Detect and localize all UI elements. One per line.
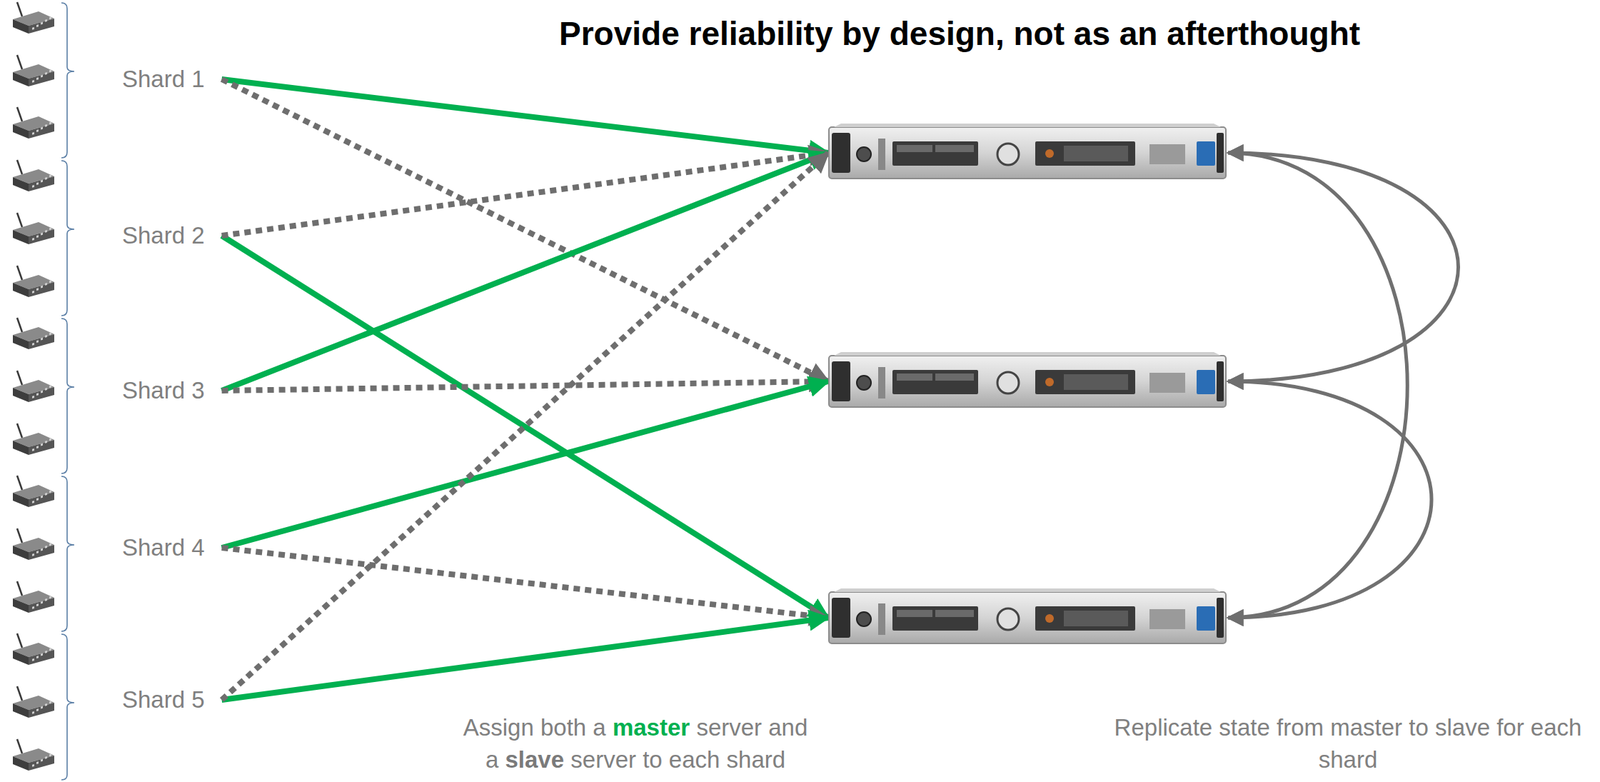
caption-text: server to each shard <box>570 746 786 773</box>
shard-node: Shard 3 <box>119 374 223 407</box>
master-word: master <box>612 713 690 741</box>
node-text: Shard 4 <box>122 534 205 561</box>
server-node <box>828 122 1227 183</box>
master-link <box>222 617 829 700</box>
server-node <box>828 587 1227 648</box>
slave-link <box>222 152 829 700</box>
caption-line: Assign both amasterserver and <box>314 711 957 744</box>
node-text: Shard 3 <box>122 376 205 404</box>
shard-node: Shard 4 <box>119 531 223 565</box>
replication-arc <box>1228 152 1459 382</box>
slave-link <box>222 152 829 236</box>
master-link <box>222 235 829 618</box>
slave-word: slave <box>504 746 565 773</box>
caption-text: Replicate state from master to slave for… <box>1114 713 1583 773</box>
caption-text: server and <box>696 713 808 741</box>
master-link <box>222 381 829 548</box>
replication-arc <box>1228 381 1432 618</box>
server-node <box>828 351 1227 412</box>
caption-line: aslaveserver to each shard <box>314 743 957 776</box>
master-link <box>222 79 829 153</box>
server-illustration <box>828 122 1227 183</box>
group-brackets <box>61 2 75 780</box>
router-icons <box>12 2 55 771</box>
master-link <box>222 152 829 391</box>
shard-node: Shard 5 <box>119 683 223 717</box>
caption-text: Assign both a <box>463 713 607 741</box>
node-text: Shard 2 <box>122 222 205 249</box>
slave-link <box>222 79 829 382</box>
shard-node: Shard 1 <box>119 62 223 96</box>
server-illustration <box>828 351 1227 412</box>
node-text: Shard 1 <box>122 65 205 93</box>
replication-arc <box>1228 152 1408 618</box>
shard-node: Shard 2 <box>119 219 223 253</box>
slave-link <box>222 381 829 391</box>
server-illustration <box>828 587 1227 648</box>
node-text: Shard 5 <box>122 686 205 713</box>
diagram-title: Provide reliability by design, not as an… <box>559 14 1361 53</box>
slave-link <box>222 547 829 618</box>
caption-text: a <box>485 746 499 773</box>
caption-block: Replicate state from master to slave for… <box>1105 711 1591 776</box>
